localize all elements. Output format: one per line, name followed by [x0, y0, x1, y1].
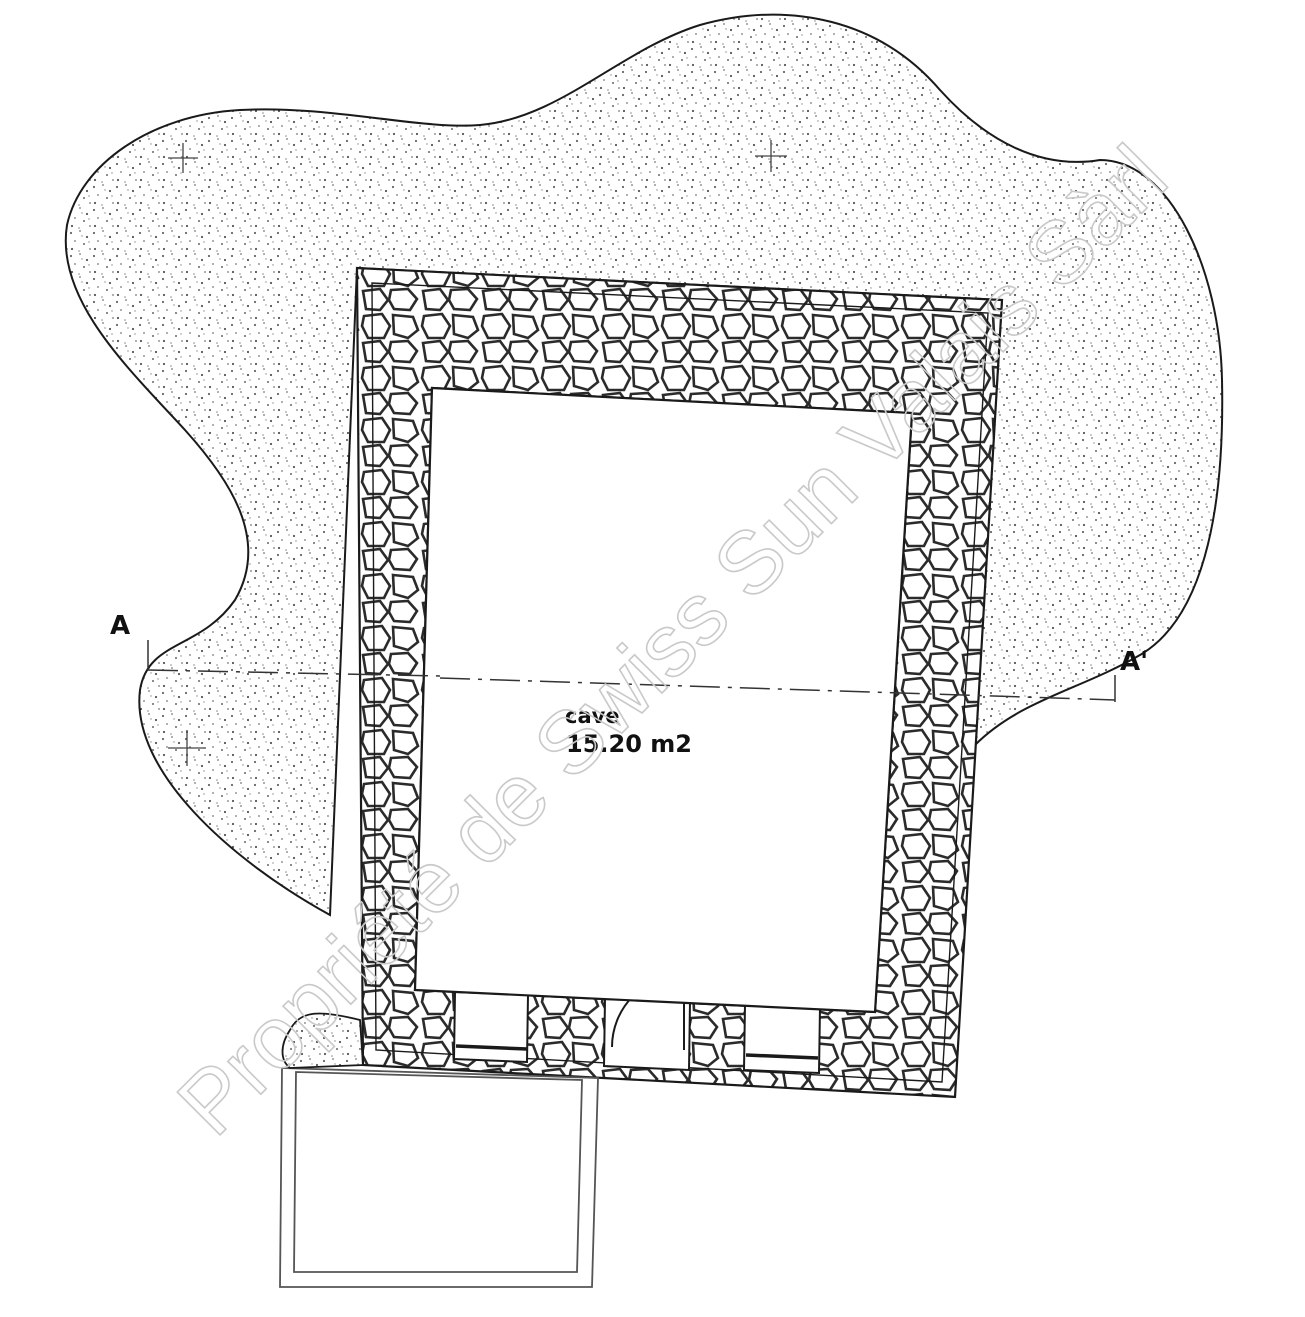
exterior-slab	[279, 1067, 599, 1288]
corner-detail	[281, 1012, 364, 1069]
wall-outline-outer	[371, 282, 989, 1083]
bottom-wall-openings	[452, 990, 822, 1075]
room-area: 15.20 m2	[566, 730, 692, 758]
section-line	[147, 640, 1116, 702]
section-label-end: A'	[1120, 647, 1148, 677]
section-label-start: A	[110, 611, 130, 641]
room-name: cave	[565, 704, 620, 728]
room-cave	[413, 386, 914, 1014]
terrain-fill	[64, 13, 1224, 917]
